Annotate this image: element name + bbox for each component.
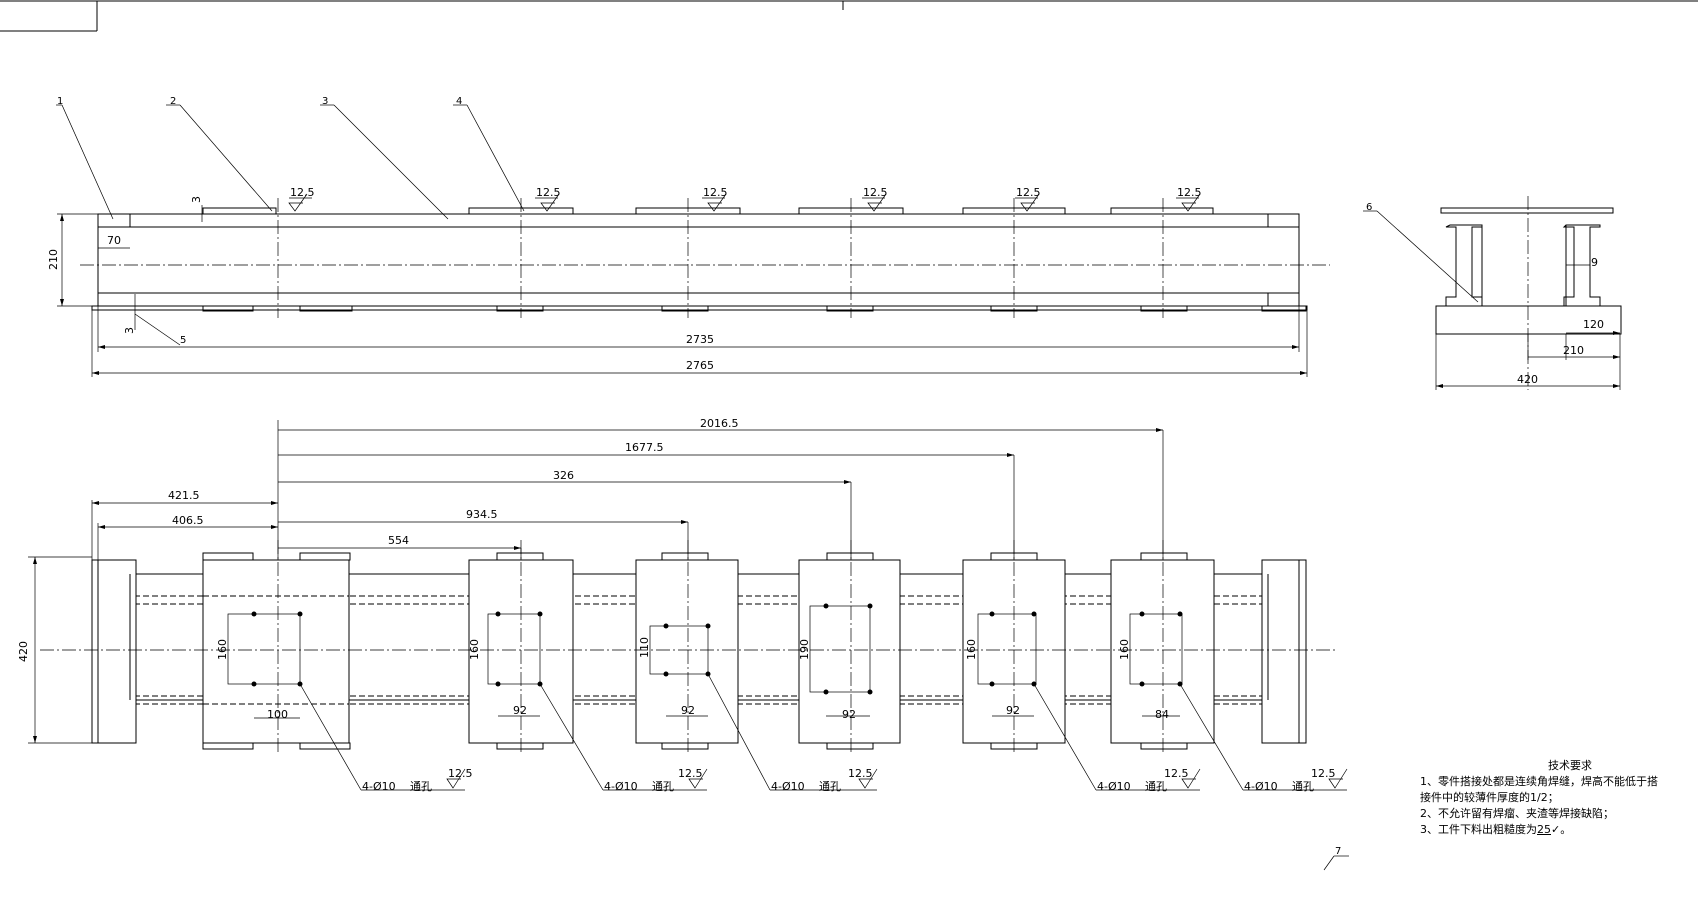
balloon-3: 3 <box>322 96 328 107</box>
dim-width: 420 <box>1517 373 1538 386</box>
hole-callout: 4-Ø10 <box>1097 780 1131 793</box>
balloon-7: 7 <box>1335 846 1341 857</box>
notes-line-roughness: 3、工件下料出粗糙度为25✓。 <box>1420 822 1690 838</box>
notes-title: 技术要求 <box>1548 759 1592 772</box>
hole-type: 通孔 <box>410 780 432 793</box>
roughness-label: 12.5 <box>1016 186 1041 199</box>
notes-line: 3、工件下料出粗糙度为 <box>1420 823 1537 836</box>
dim-hole-pitch: 92 <box>842 708 856 721</box>
roughness-label: 12.5 <box>1164 767 1189 780</box>
balloon-4: 4 <box>456 96 462 107</box>
dim-hole-spacing: 160 <box>468 639 481 660</box>
roughness-label: 12.5 <box>863 186 888 199</box>
dim-overall-length: 2765 <box>686 359 714 372</box>
hole-type: 通孔 <box>819 780 841 793</box>
notes-end: 。 <box>1560 823 1572 836</box>
balloon-7-leader <box>1323 855 1349 871</box>
roughness-symbols-front <box>288 193 1201 212</box>
roughness-label: 12.5 <box>1177 186 1202 199</box>
roughness-label: 12.5 <box>1311 767 1336 780</box>
roughness-label: 12.5 <box>848 767 873 780</box>
cross-plates <box>202 552 1215 750</box>
hole-type: 通孔 <box>1292 780 1314 793</box>
balloon-6: 6 <box>1366 202 1372 213</box>
dim-hole-spacing: 160 <box>1118 639 1131 660</box>
hole-callout: 4-Ø10 <box>1244 780 1278 793</box>
dim-hole-pitch: 92 <box>1006 704 1020 717</box>
dim-hole-pitch: 92 <box>681 704 695 717</box>
roughness-check-icon: ✓ <box>1551 823 1561 836</box>
dim-flange-half: 120 <box>1583 318 1604 331</box>
dim-hole-spacing: 160 <box>216 639 229 660</box>
hole-callout: 4-Ø10 <box>362 780 396 793</box>
roughness-value: 25 <box>1537 823 1551 836</box>
dim-hole-pitch: 84 <box>1155 708 1169 721</box>
dim-plate-6-position: 2016.5 <box>700 417 739 430</box>
dim-plate-thickness-top: 3 <box>190 196 203 203</box>
dim-top-width: 420 <box>17 641 30 662</box>
balloon-1: 1 <box>57 96 63 107</box>
dim-web-thickness: 9 <box>1591 256 1598 269</box>
dim-hole-spacing: 160 <box>965 639 978 660</box>
roughness-label: 12.5 <box>290 186 315 199</box>
balloon-2: 2 <box>170 96 176 107</box>
technical-requirements: 技术要求 1、零件搭接处都是连续角焊缝，焊高不能低于搭 接件中的较薄件厚度的1/… <box>1420 758 1690 838</box>
balloon-5: 5 <box>180 335 186 346</box>
dim-height: 210 <box>47 249 60 270</box>
dim-plate-3-position: 934.5 <box>466 508 498 521</box>
roughness-label: 12.5 <box>448 767 473 780</box>
notes-line: 1、零件搭接处都是连续角焊缝，焊高不能低于搭 <box>1420 775 1658 788</box>
dim-plate-1-offset-inner: 406.5 <box>172 514 204 527</box>
title-block-fragment <box>0 0 1698 32</box>
hole-callout-leaders <box>299 673 1348 791</box>
dim-plate-5-position: 1677.5 <box>625 441 664 454</box>
hole-callout: 4-Ø10 <box>604 780 638 793</box>
roughness-label: 12.5 <box>703 186 728 199</box>
dim-plate-1-offset-outer: 421.5 <box>168 489 200 502</box>
roughness-label: 12.5 <box>678 767 703 780</box>
dim-end-offset: 70 <box>107 234 121 247</box>
dim-hole-pitch: 92 <box>513 704 527 717</box>
front-view: 12.5 12.5 12.5 12.5 12.5 12.5 1 2 3 4 5 … <box>47 96 1330 377</box>
hole-type: 通孔 <box>1145 780 1167 793</box>
dim-plate-thickness-bottom: 3 <box>123 327 136 334</box>
hole-callout: 4-Ø10 <box>771 780 805 793</box>
notes-line: 接件中的较薄件厚度的1/2； <box>1420 791 1559 804</box>
top-view: 2016.5 1677.5 326 934.5 554 421.5 406.5 … <box>17 417 1348 793</box>
notes-line: 2、不允许留有焊瘤、夹渣等焊接缺陷； <box>1420 807 1614 820</box>
roughness-label: 12.5 <box>536 186 561 199</box>
dim-hole-spacing: 190 <box>798 639 811 660</box>
dim-plate-2-position: 554 <box>388 534 409 547</box>
dim-hole-pitch: 100 <box>267 708 288 721</box>
dim-half-width: 210 <box>1563 344 1584 357</box>
dim-inner-length: 2735 <box>686 333 714 346</box>
side-view: 6 9 120 210 420 <box>1363 196 1622 390</box>
hole-type: 通孔 <box>652 780 674 793</box>
dim-plate-4-position: 326 <box>553 469 574 482</box>
dim-hole-spacing: 110 <box>638 637 651 658</box>
